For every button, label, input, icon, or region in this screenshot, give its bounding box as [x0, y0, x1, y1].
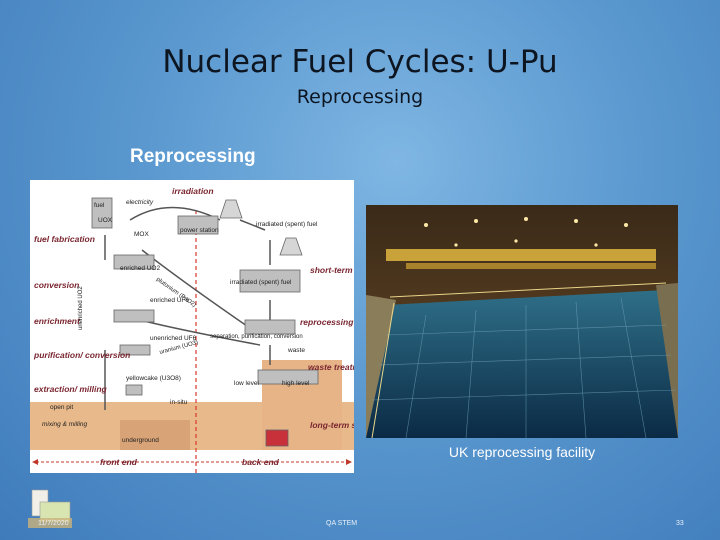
- label-waste: waste: [287, 347, 305, 354]
- label-unenriched-uo2: unenriched UO2: [78, 286, 84, 330]
- label-enriched-uo2: enriched UO2: [120, 265, 160, 272]
- label-underground: underground: [122, 437, 159, 444]
- label-open-pit: open pit: [50, 404, 73, 411]
- footer-date: 11/7/2020: [38, 520, 69, 527]
- fabrication-plant: [113, 254, 155, 270]
- slide-title: Nuclear Fuel Cycles: U-Pu: [162, 44, 558, 80]
- decorative-logo: [28, 489, 72, 528]
- back-end-arrowhead: [346, 459, 352, 465]
- power-station-building: [177, 215, 219, 235]
- label-uranium: uranium (UO3): [159, 340, 199, 356]
- storage-pond: [366, 290, 678, 438]
- stage-irradiation: irradiation: [172, 186, 214, 196]
- stage-long-term-storage: long-term storage: [310, 420, 354, 430]
- conversion-plant: [119, 344, 151, 356]
- label-fuel: fuel: [94, 202, 105, 209]
- stage-waste-treatment: waste treatment: [308, 362, 354, 372]
- label-uox: UOX: [98, 217, 113, 224]
- footer-center: QA STEM: [326, 520, 358, 527]
- underground-mine: [120, 420, 190, 450]
- label-irradiated-fuel-mid: irradiated (spent) fuel: [230, 279, 292, 286]
- label-unenriched-uf6: unenriched UF6: [150, 335, 197, 342]
- enrichment-plant: [113, 309, 155, 323]
- cooling-tower: [219, 199, 243, 219]
- stage-fuel-fabrication: fuel fabrication: [34, 234, 95, 244]
- photo-caption: UK reprocessing facility: [448, 444, 596, 460]
- label-electricity: electricity: [126, 199, 154, 206]
- reprocessing-facility-photo: [366, 205, 678, 438]
- label-power-station: power station: [180, 227, 219, 234]
- fuel-assembly: [91, 197, 113, 229]
- fuel-cycle-diagram: fuel fabrication conversion enrichment p…: [30, 180, 354, 473]
- label-irradiated-fuel-top: irradiated (spent) fuel: [256, 221, 318, 228]
- cooling-tower: [279, 237, 303, 256]
- label-separation: separation, purification, conversion: [210, 334, 303, 340]
- stage-conversion: conversion: [34, 280, 79, 290]
- waste-treatment-plant: [257, 369, 319, 385]
- label-mixing-milling: mixing & milling: [42, 421, 88, 428]
- label-yellowcake: yellowcake (U3O8): [126, 375, 181, 382]
- label-front-end: front end: [100, 457, 138, 467]
- footer-page-number: 33: [676, 520, 684, 527]
- slide-subtitle: Reprocessing: [296, 86, 424, 108]
- stage-extraction: extraction/ milling: [34, 384, 108, 394]
- label-low-level: low level: [234, 380, 259, 387]
- waste-canister: [265, 429, 289, 447]
- yellowcake-drum: [125, 384, 143, 396]
- crane-girder: [386, 249, 656, 261]
- stage-purification: purification/ conversion: [33, 350, 130, 360]
- label-high-level: high level: [282, 380, 310, 387]
- stage-short-term-storage: short-term storage: [310, 265, 354, 275]
- reprocessing-plant: [244, 319, 296, 335]
- label-back-end: back end: [242, 457, 280, 467]
- label-in-situ: in-situ: [170, 399, 188, 406]
- label-enriched-uf6: enriched UF6: [150, 297, 189, 304]
- front-end-arrowhead: [32, 459, 38, 465]
- label-mox: MOX: [134, 231, 149, 238]
- section-heading: Reprocessing: [130, 146, 256, 167]
- stage-reprocessing: reprocessing: [300, 317, 354, 327]
- stage-enrichment: enrichment: [34, 316, 81, 326]
- short-term-storage-pond: [239, 269, 301, 293]
